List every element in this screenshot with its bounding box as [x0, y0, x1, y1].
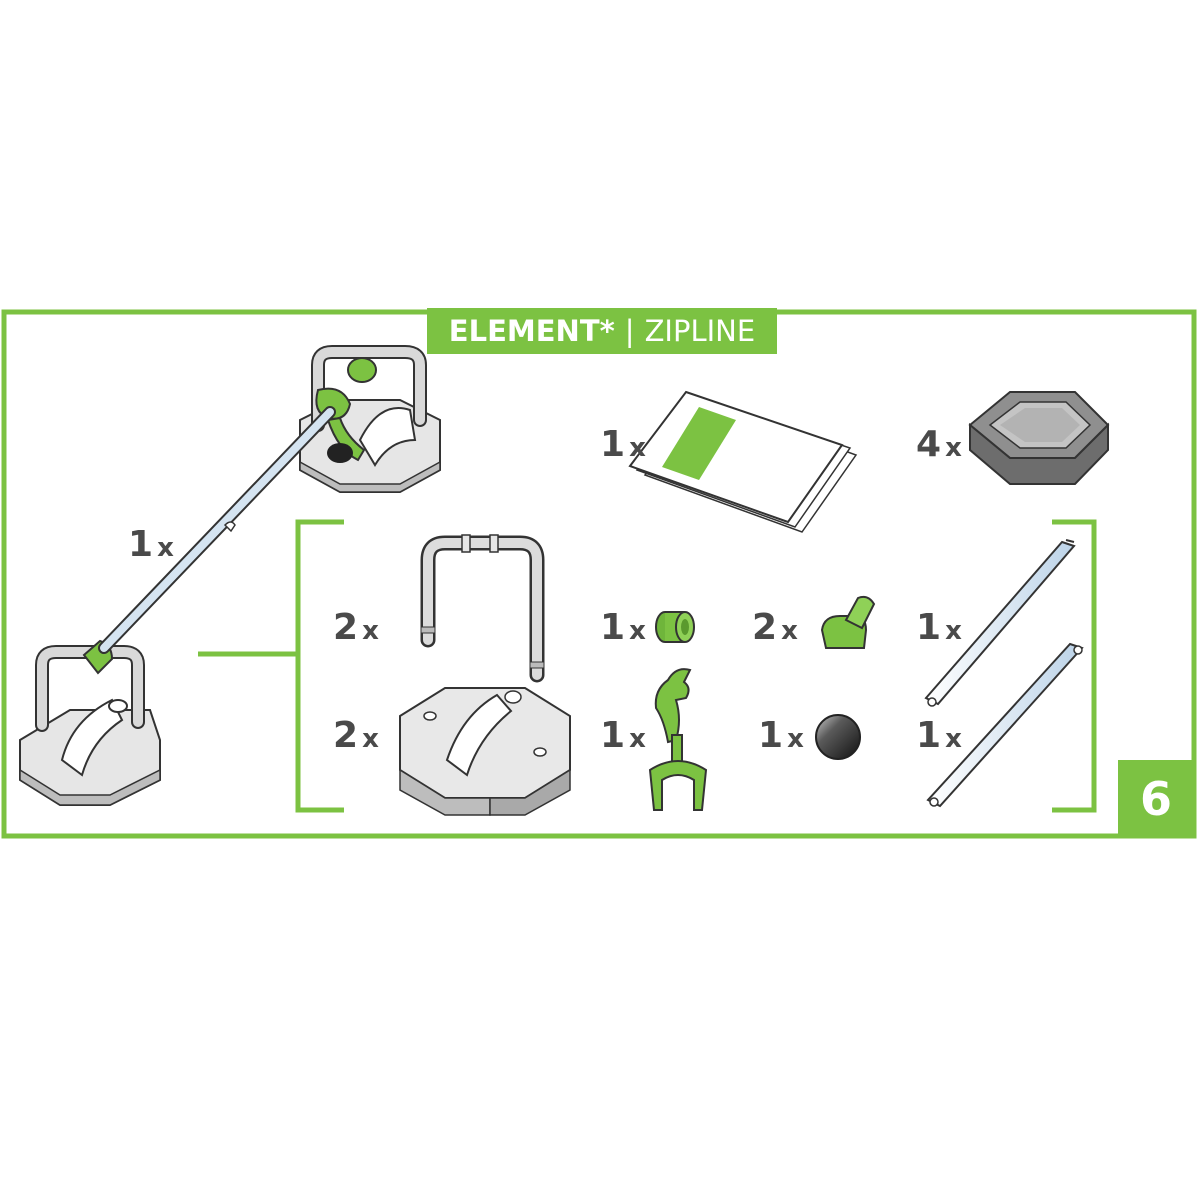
assembled-zipline-icon [19, 345, 441, 806]
base-tile-icon [399, 687, 571, 816]
qty-unit: x [629, 433, 646, 463]
clip-holder-icon [820, 595, 876, 649]
qty-number: 1 [758, 715, 784, 756]
claw-arm-icon [648, 668, 708, 811]
qty-number: 2 [333, 715, 359, 756]
qty-number: 1 [916, 607, 942, 648]
qty-unit: x [945, 616, 962, 646]
zipline-rail-upper-icon [924, 539, 1076, 707]
hex-base-icon [968, 391, 1110, 485]
qty-unit: x [945, 433, 962, 463]
ring-connector-icon [655, 611, 695, 643]
title-star: * [599, 314, 615, 348]
instruction-sheet-icon [628, 390, 858, 533]
qty-unit: x [787, 724, 804, 754]
qty-number: 1 [600, 424, 626, 465]
qty-unit: x [629, 616, 646, 646]
zipline-rail-lower-icon [926, 642, 1084, 808]
qty-unit: x [945, 724, 962, 754]
qty-number: 1 [916, 715, 942, 756]
qty-number: 2 [333, 607, 359, 648]
bracket-right [1052, 519, 1097, 813]
qty-unit: x [362, 616, 379, 646]
step-number-badge: 6 [1118, 760, 1194, 838]
qty-unit: x [362, 724, 379, 754]
qty-unit: x [781, 616, 798, 646]
qty-number: 1 [600, 715, 626, 756]
qty-number: 4 [916, 424, 942, 465]
steel-ball-icon [815, 714, 861, 760]
title-brand: ELEMENT [448, 314, 600, 348]
qty-number: 1 [128, 524, 154, 565]
qty-number: 1 [600, 607, 626, 648]
title-tab: ELEMENT * | ZIPLINE [427, 308, 777, 354]
qty-unit: x [157, 533, 174, 563]
qty-number: 2 [752, 607, 778, 648]
title-name: ZIPLINE [644, 314, 756, 348]
title-separator: | [624, 314, 635, 348]
bracket-left [295, 519, 344, 813]
qty-unit: x [629, 724, 646, 754]
u-bar-icon [420, 534, 545, 683]
